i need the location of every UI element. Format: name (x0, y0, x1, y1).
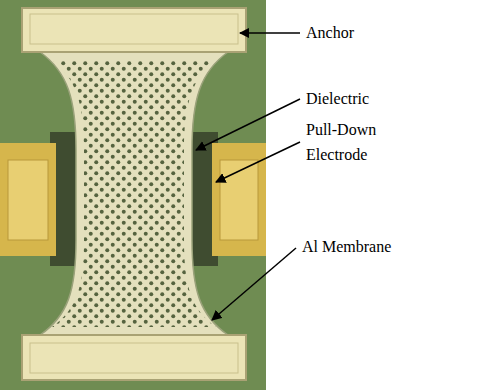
electrode-pad (220, 160, 258, 240)
anchor-edge (30, 343, 238, 373)
substrate (0, 0, 266, 390)
leader-arrow (196, 99, 300, 150)
part-label: Anchor (306, 20, 466, 45)
pull-down-electrode (212, 143, 266, 256)
part-label: Al Membrane (302, 234, 472, 259)
leader-arrow (216, 142, 300, 182)
electrode-pad (8, 160, 48, 240)
pull-down-electrode (0, 143, 56, 256)
anchor-edge (30, 14, 238, 44)
anchor (22, 335, 246, 380)
part-label: Pull-Down Electrode (306, 117, 406, 167)
leader-arrow (212, 248, 296, 320)
anchor (22, 8, 246, 52)
part-label: Dielectric (306, 86, 466, 111)
leader-arrow (240, 32, 300, 34)
perforation-holes (52, 60, 216, 327)
al-membrane (40, 52, 228, 335)
